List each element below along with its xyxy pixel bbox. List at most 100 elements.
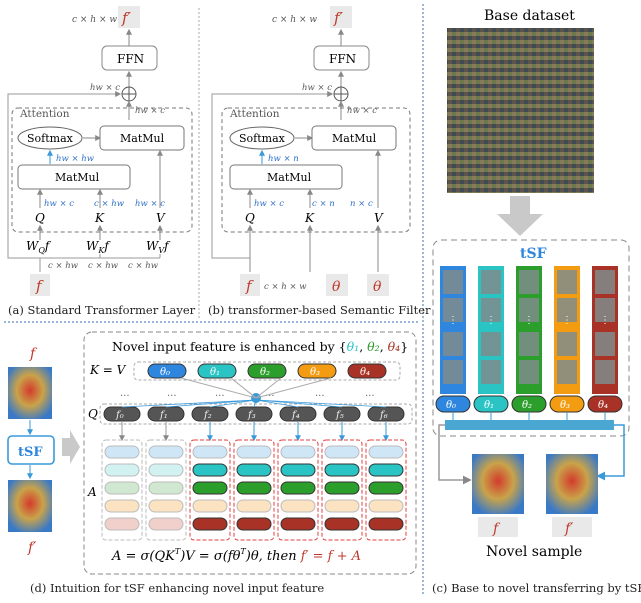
b-attention-label: Attention xyxy=(229,108,280,120)
d-a-column-1 xyxy=(145,439,187,541)
d-f-label-4: f₄ xyxy=(291,410,300,421)
c-theta-label-4: θ₄ xyxy=(598,400,608,411)
d-dots: ... xyxy=(265,388,275,399)
b-dims-out: c × h × w xyxy=(272,15,317,25)
b-hw-n: hw × n xyxy=(268,154,299,164)
d-kv-label: K = V xyxy=(89,363,127,377)
b-softmax xyxy=(229,126,295,150)
a-chw2: c × hw xyxy=(88,261,119,271)
d-a-cell xyxy=(368,481,404,495)
d-theta-pill-4 xyxy=(347,363,387,379)
d-dots: ... xyxy=(167,388,177,399)
c-theta-columns: ⋮θ₀⋮θ₁⋮θ₂⋮θ₃⋮θ₄ xyxy=(435,266,623,420)
c-thumb xyxy=(443,360,463,384)
d-a-cell xyxy=(368,499,404,513)
d-a-column-6 xyxy=(365,439,407,541)
d-a-column-5 xyxy=(321,439,363,541)
d-theta-pill-1 xyxy=(197,363,237,379)
d-a-cell xyxy=(368,463,404,477)
a-matmul-top-label: MatMul xyxy=(120,132,165,145)
c-thumb xyxy=(557,298,577,322)
d-a-cell xyxy=(192,499,228,513)
d-formula: A = σ(QKT)V = σ(fθT)θ, then f′ = f + A xyxy=(111,547,361,564)
a-dims-out: c × h × w xyxy=(72,15,117,25)
a-wv: WVf xyxy=(146,239,171,255)
d-a-cell xyxy=(324,499,360,513)
d-a-cell xyxy=(368,517,404,531)
a-chw-k: c × hw xyxy=(94,199,125,209)
c-column-dots: ⋮ xyxy=(524,315,534,326)
d-dots: ... xyxy=(215,388,225,399)
c-tsf-box xyxy=(432,239,630,437)
c-tsf-label: tSF xyxy=(520,246,547,262)
c-theta-label-0: θ₀ xyxy=(446,400,456,411)
c-thumb xyxy=(557,332,577,356)
d-tsf-box xyxy=(7,435,55,465)
c-thumb xyxy=(595,270,615,294)
d-a-cell xyxy=(236,481,272,495)
b-cn-k: c × n xyxy=(312,199,335,209)
d-a-label: A xyxy=(87,485,97,499)
d-theta-label-2: θ₂ xyxy=(260,367,270,378)
panel-a: c × h × w f′ FFN hw × c hw × c Attention… xyxy=(7,6,196,317)
a-attention-label: Attention xyxy=(19,108,70,120)
d-theta-label-0: θ₀ xyxy=(160,367,170,378)
d-a-cell xyxy=(324,445,360,459)
d-theta-pill-0 xyxy=(147,363,187,379)
c-thumb xyxy=(519,270,539,294)
b-attention-box xyxy=(221,107,411,233)
b-f: f xyxy=(245,277,254,295)
d-a-cell xyxy=(148,481,184,495)
a-chw3: c × hw xyxy=(128,261,159,271)
d-a-cell xyxy=(148,445,184,459)
b-q: Q xyxy=(245,211,255,225)
a-matmul-bottom xyxy=(17,164,131,190)
c-thumb xyxy=(595,360,615,384)
d-f-label-0: f₀ xyxy=(115,410,124,421)
c-fprime: f′ xyxy=(564,521,574,537)
panel-d: f tSF f′ Novel input feature is enhanced… xyxy=(7,331,417,595)
c-thumb xyxy=(519,332,539,356)
d-theta-pill-2 xyxy=(247,363,287,379)
d-a-cell xyxy=(236,445,272,459)
c-thumb xyxy=(443,298,463,322)
b-theta1-box xyxy=(326,274,348,296)
b-hwc-q: hw × c xyxy=(254,199,284,209)
a-hwc-q: hw × c xyxy=(44,199,74,209)
d-a-column-3 xyxy=(233,439,275,541)
d-a-cell xyxy=(280,481,316,495)
c-thumb xyxy=(481,298,501,322)
c-f-box xyxy=(478,517,518,537)
d-q-label: Q xyxy=(88,407,98,421)
c-novel-image-f xyxy=(472,454,524,514)
b-theta2-box xyxy=(367,274,389,296)
b-fprime-box xyxy=(330,6,352,28)
c-column-dots: ⋮ xyxy=(562,315,572,326)
a-matmul-top xyxy=(99,125,185,151)
b-v: V xyxy=(374,211,384,225)
b-caption: (b) transformer-based Semantic Filter xyxy=(208,303,431,317)
a-caption: (a) Standard Transformer Layer xyxy=(8,303,196,317)
d-dots-row: .................. xyxy=(120,377,375,403)
d-a-cell xyxy=(236,463,272,477)
c-novel-image-fprime xyxy=(546,454,598,514)
b-k: K xyxy=(304,211,315,225)
a-hw-hw: hw × hw xyxy=(56,154,95,164)
b-matmul-bottom xyxy=(229,164,343,190)
a-attention-box xyxy=(11,107,193,233)
d-a-cell xyxy=(104,445,140,459)
a-ffn: FFN xyxy=(117,52,144,66)
c-thumb xyxy=(443,332,463,356)
c-thumb xyxy=(519,298,539,322)
c-thumb xyxy=(443,270,463,294)
a-softmax-label: Softmax xyxy=(27,132,74,145)
a-k: K xyxy=(94,211,105,225)
c-column-dots: ⋮ xyxy=(600,315,610,326)
c-thumb xyxy=(557,270,577,294)
b-matmul-top xyxy=(311,125,397,151)
d-a-cell xyxy=(324,517,360,531)
d-fprime: f′ xyxy=(27,540,37,556)
